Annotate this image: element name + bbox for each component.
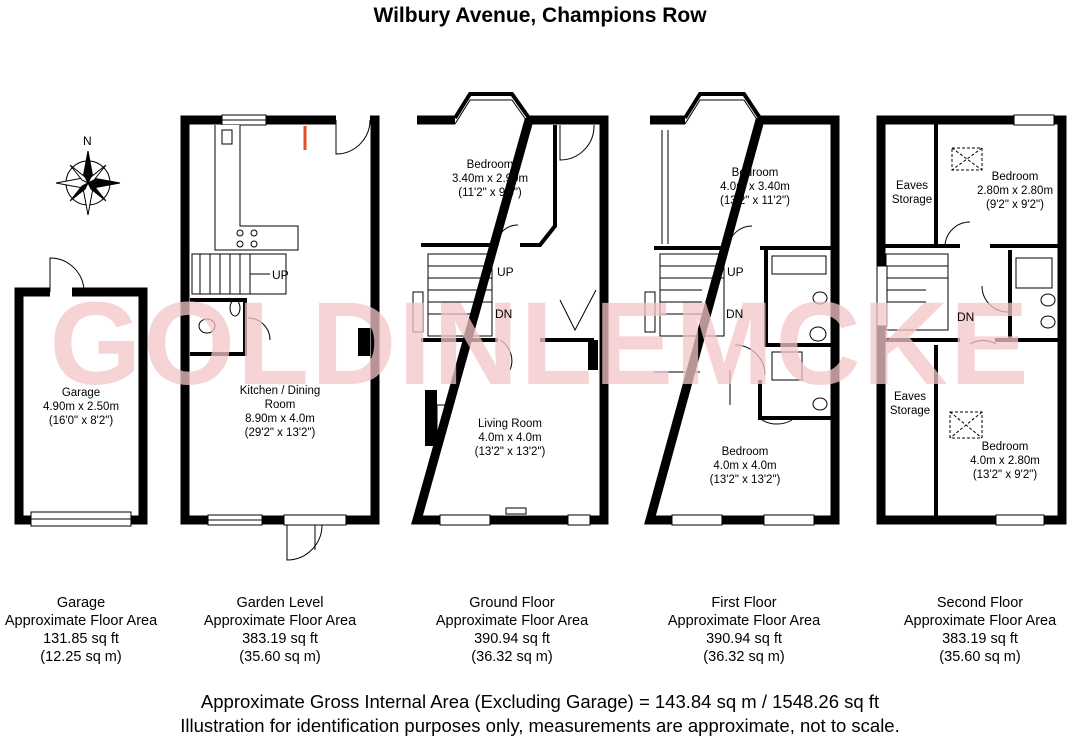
- eaves-line2: Storage: [889, 405, 931, 417]
- first-floor-area-caption: First Floor Approximate Floor Area 390.9…: [659, 594, 829, 666]
- stairs-up-label: UP: [727, 265, 744, 279]
- room-size-ft: (13'2" x 13'2"): [709, 474, 781, 486]
- first-floor-plan: [644, 92, 840, 526]
- gross-area-footer: Approximate Gross Internal Area (Excludi…: [200, 691, 880, 712]
- caption-sqm: (35.60 sq m): [239, 649, 321, 665]
- kitchen-dining-room-label: Kitchen / Dining Room 8.90m x 4.0m (29'2…: [205, 384, 355, 440]
- watermark-text: GOLDINLEMCKE: [49, 292, 1030, 402]
- room-name: Bedroom: [991, 171, 1039, 183]
- eaves-storage-rear-label: Eaves Storage: [886, 390, 934, 418]
- caption-sqm: (36.32 sq m): [703, 649, 785, 665]
- room-name: Garage: [61, 387, 101, 399]
- eaves-line1: Eaves: [894, 391, 926, 403]
- caption-sqft: 390.94 sq ft: [706, 631, 782, 647]
- room-size-ft: (13'2" x 9'2"): [972, 469, 1038, 481]
- caption-label: Approximate Floor Area: [4, 613, 158, 629]
- second-floor-area-caption: Second Floor Approximate Floor Area 383.…: [895, 594, 1065, 666]
- second-front-bedroom-label: Bedroom 2.80m x 2.80m (9'2" x 9'2"): [965, 170, 1065, 212]
- caption-label: Approximate Floor Area: [903, 613, 1057, 629]
- caption-sqm: (36.32 sq m): [471, 649, 553, 665]
- room-size-ft: (13'2" x 13'2"): [474, 446, 546, 458]
- living-room-label: Living Room 4.0m x 4.0m (13'2" x 13'2"): [450, 417, 570, 459]
- eaves-line2: Storage: [891, 194, 933, 206]
- caption-name: Garage: [56, 595, 106, 611]
- stairs-down-label: DN: [957, 310, 975, 324]
- caption-name: Second Floor: [936, 595, 1024, 611]
- stairs-up-label: UP: [272, 268, 289, 282]
- room-size-ft: (13'2" x 11'2"): [720, 195, 790, 207]
- caption-sqft: 383.19 sq ft: [942, 631, 1018, 647]
- eaves-storage-front-label: Eaves Storage: [888, 179, 936, 207]
- watermark-logo: GOLDINLEMCKE: [49, 292, 1030, 402]
- caption-name: Ground Floor: [469, 595, 555, 611]
- caption-name: First Floor: [711, 595, 777, 611]
- caption-sqft: 383.19 sq ft: [242, 631, 318, 647]
- room-size-ft: (16'0" x 8'2"): [48, 415, 114, 427]
- caption-sqm: (35.60 sq m): [939, 649, 1021, 665]
- second-rear-bedroom-label: Bedroom 4.0m x 2.80m (13'2" x 9'2"): [955, 440, 1055, 482]
- first-front-bedroom-label: Bedroom 4.0m x 3.40m (13'2" x 11'2"): [695, 166, 815, 208]
- room-size-m: 4.90m x 2.50m: [42, 401, 120, 413]
- room-size-m: 2.80m x 2.80m: [976, 185, 1054, 197]
- room-name: Bedroom: [731, 167, 779, 179]
- garage-room-label: Garage 4.90m x 2.50m (16'0" x 8'2"): [19, 386, 143, 428]
- caption-sqft: 131.85 sq ft: [43, 631, 119, 647]
- garage-area-caption: Garage Approximate Floor Area 131.85 sq …: [0, 594, 162, 666]
- garage-plan: [14, 257, 148, 527]
- room-size-m: 8.90m x 4.0m: [245, 413, 315, 425]
- caption-sqm: (12.25 sq m): [40, 649, 122, 665]
- ground-bedroom-label: Bedroom 3.40m x 2.90m (11'2" x 9'6"): [430, 158, 550, 200]
- compass-north-label: N: [83, 134, 92, 148]
- page-title: Wilbury Avenue, Champions Row: [373, 4, 707, 27]
- room-size-ft: (9'2" x 9'2"): [986, 199, 1044, 211]
- room-name: Bedroom: [721, 446, 769, 458]
- garden-level-plan: [180, 114, 380, 561]
- caption-sqft: 390.94 sq ft: [474, 631, 550, 647]
- disclaimer-footer: Illustration for identification purposes…: [180, 715, 900, 736]
- room-size-ft: (11'2" x 9'6"): [458, 187, 522, 199]
- room-size-ft: (29'2" x 13'2"): [244, 427, 316, 439]
- caption-label: Approximate Floor Area: [203, 613, 357, 629]
- ground-floor-plan: [411, 92, 609, 526]
- room-size-m: 4.0m x 2.80m: [970, 455, 1040, 467]
- room-size-m: 3.40m x 2.90m: [451, 173, 529, 185]
- compass-rose: [55, 150, 121, 216]
- stairs-down-label: DN: [495, 307, 513, 321]
- stairs-up-label: UP: [497, 265, 514, 279]
- room-name: Bedroom: [981, 441, 1029, 453]
- caption-name: Garden Level: [236, 595, 324, 611]
- caption-label: Approximate Floor Area: [667, 613, 821, 629]
- room-name-line1: Kitchen / Dining: [239, 385, 321, 397]
- room-size-m: 4.0m x 4.0m: [713, 460, 777, 472]
- room-size-m: 4.0m x 3.40m: [720, 181, 790, 193]
- room-size-m: 4.0m x 4.0m: [478, 432, 542, 444]
- garden-level-area-caption: Garden Level Approximate Floor Area 383.…: [195, 594, 365, 666]
- caption-label: Approximate Floor Area: [435, 613, 589, 629]
- room-name-line2: Room: [264, 399, 296, 411]
- second-floor-plan: [876, 114, 1067, 526]
- ground-floor-area-caption: Ground Floor Approximate Floor Area 390.…: [427, 594, 597, 666]
- eaves-line1: Eaves: [896, 180, 928, 192]
- first-rear-bedroom-label: Bedroom 4.0m x 4.0m (13'2" x 13'2"): [685, 445, 805, 487]
- room-name: Living Room: [478, 418, 542, 430]
- stairs-down-label: DN: [726, 307, 744, 321]
- room-name: Bedroom: [466, 159, 514, 171]
